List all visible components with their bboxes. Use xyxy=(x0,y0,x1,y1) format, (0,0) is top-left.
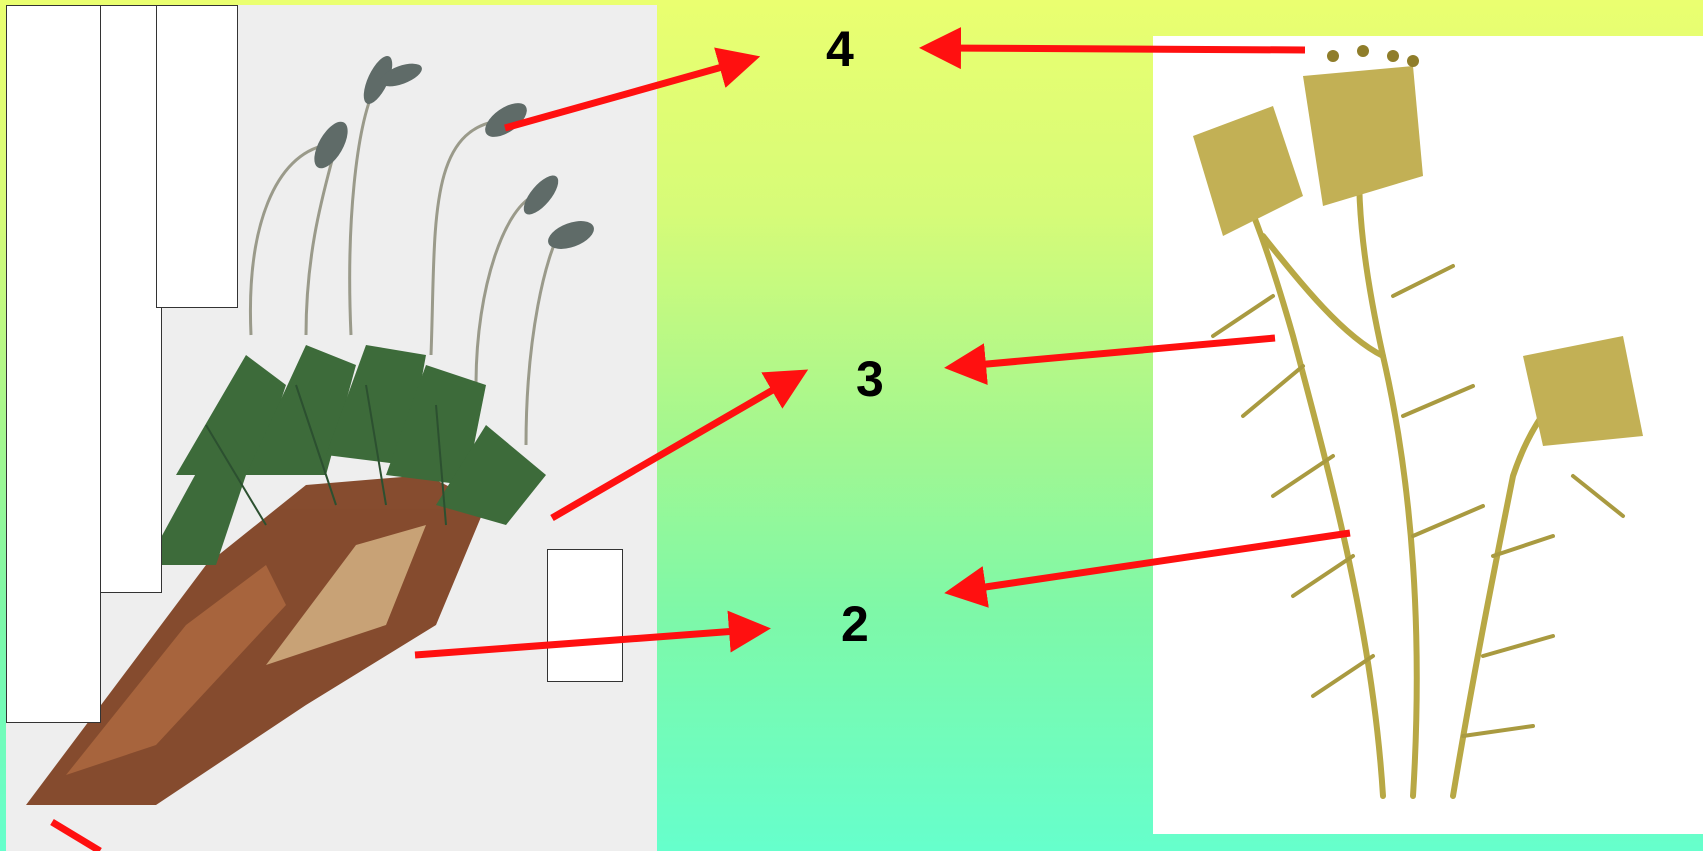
arrow-to-3-right xyxy=(965,338,1275,366)
label-3: 3 xyxy=(856,354,884,404)
arrow-to-4-left xyxy=(505,62,740,128)
arrow-to-2-left xyxy=(415,630,750,655)
arrow-to-2-right xyxy=(965,533,1350,590)
label-2: 2 xyxy=(841,599,869,649)
arrow-to-4-right xyxy=(940,48,1305,50)
arrow-to-3-left xyxy=(552,380,790,518)
arrow-stub-bottom-left xyxy=(52,822,100,851)
label-4: 4 xyxy=(826,24,854,74)
